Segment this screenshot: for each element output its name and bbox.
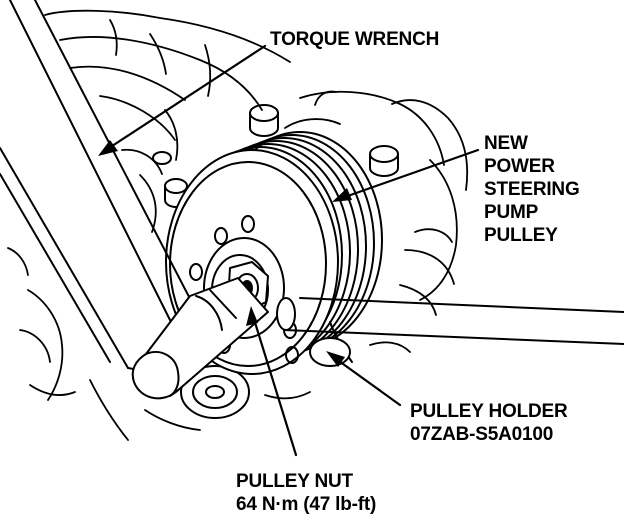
pulley-nut-label: PULLEY NUT 64 N·m (47 lb-ft): [236, 471, 377, 515]
pump-pulley-label: NEW POWER STEERING PUMP PULLEY: [484, 133, 580, 246]
callout-leaders: [98, 44, 480, 457]
torque-wrench-tool: [0, 0, 269, 400]
engine-background: [7, 9, 469, 441]
torque-wrench-label: TORQUE WRENCH: [270, 29, 440, 50]
pulley-holder-label: PULLEY HOLDER 07ZAB-S5A0100: [410, 401, 568, 445]
idler-pulley: [180, 365, 250, 419]
